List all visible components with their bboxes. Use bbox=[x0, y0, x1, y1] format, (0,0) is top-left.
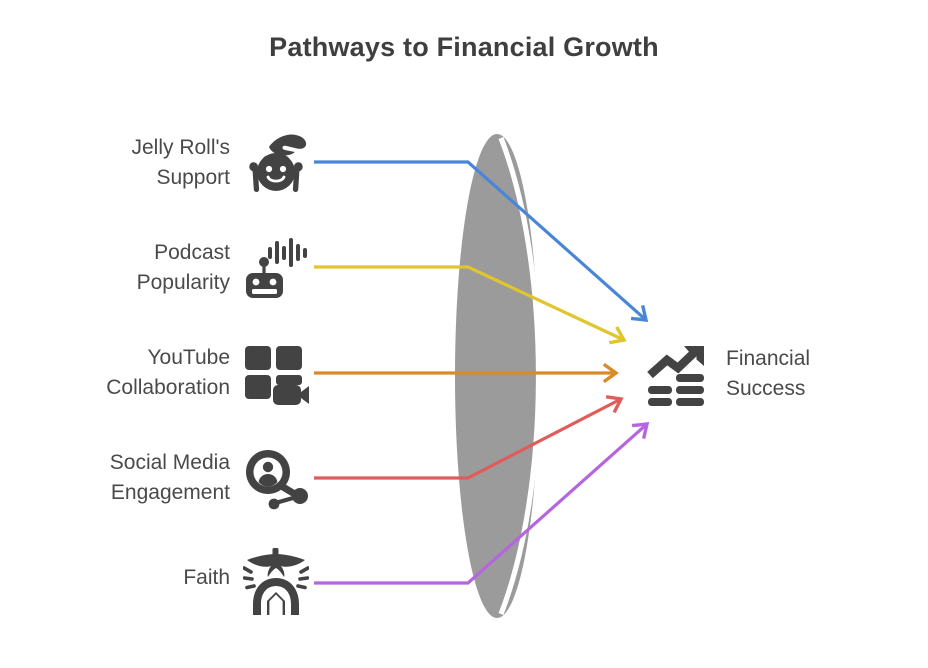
source-label-social-media-engagement: Social Media Engagement bbox=[109, 451, 230, 504]
source-label-jelly-roll-support: Jelly Roll's Support bbox=[131, 136, 230, 189]
connector-social-media-engagement bbox=[314, 397, 622, 480]
central-lens-shape bbox=[455, 134, 545, 618]
connector-faith bbox=[314, 422, 649, 585]
arrowhead-faith bbox=[631, 422, 650, 440]
arrowhead-podcast-popularity bbox=[608, 326, 627, 345]
arrowhead-youtube-collaboration bbox=[602, 362, 619, 384]
arrowhead-social-media-engagement bbox=[605, 395, 624, 414]
arrowhead-jelly-roll-support bbox=[630, 304, 649, 322]
growth-chart-arrow-icon bbox=[646, 344, 712, 406]
user-search-network-icon bbox=[243, 448, 309, 510]
dove-arch-icon bbox=[243, 548, 309, 616]
source-label-faith: Faith bbox=[183, 566, 230, 589]
grid-video-camera-icon bbox=[243, 344, 309, 406]
source-label-youtube-collaboration: YouTube Collaboration bbox=[106, 346, 230, 399]
connector-podcast-popularity bbox=[314, 265, 625, 342]
robot-audio-wave-icon bbox=[243, 238, 309, 300]
outcome-label-financial-success: Financial Success bbox=[726, 347, 811, 400]
helping-hand-person-icon bbox=[243, 130, 309, 192]
page-title: Pathways to Financial Growth bbox=[269, 32, 659, 62]
source-label-podcast-popularity: Podcast Popularity bbox=[136, 241, 230, 294]
connector-jelly-roll-support bbox=[314, 160, 648, 322]
connector-lines bbox=[314, 160, 650, 585]
